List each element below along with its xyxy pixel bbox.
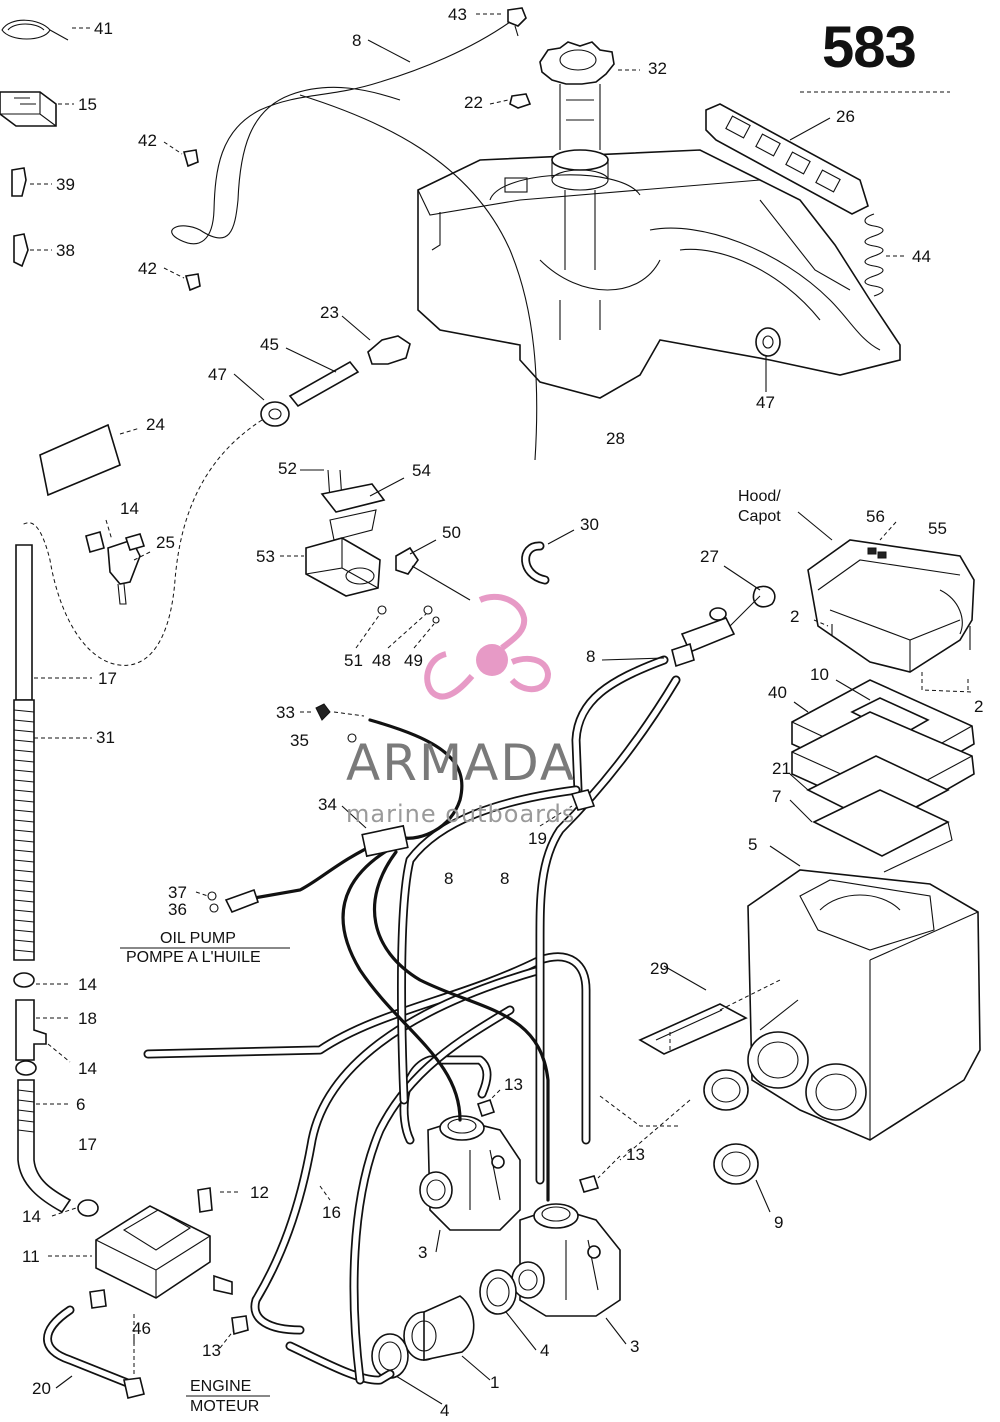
callout-3-lower: 3 xyxy=(630,1337,640,1356)
callout-42-lower: 42 xyxy=(138,259,157,278)
oil-pump-bracket xyxy=(305,469,471,624)
callout-51: 51 xyxy=(344,651,363,670)
note-oil-pump: OIL PUMP xyxy=(160,930,236,947)
callout-3-upper: 3 xyxy=(418,1243,428,1262)
callout-33: 33 xyxy=(276,703,295,722)
carburetor-upper xyxy=(419,1115,521,1231)
callout-26: 26 xyxy=(836,107,855,126)
callout-8-left: 8 xyxy=(444,869,454,888)
fuel-valve xyxy=(85,531,146,605)
propeller-logo xyxy=(424,593,551,700)
callout-24: 24 xyxy=(146,415,165,434)
callout-49: 49 xyxy=(404,651,423,670)
callout-29: 29 xyxy=(650,959,669,978)
callout-50: 50 xyxy=(442,523,461,542)
spring xyxy=(864,213,884,297)
primer-hose xyxy=(13,544,35,961)
callout-36: 36 xyxy=(168,900,187,919)
callout-13-pump: 13 xyxy=(202,1341,221,1360)
air-silencer-body xyxy=(747,869,981,1141)
callout-52: 52 xyxy=(278,459,297,478)
callout-23: 23 xyxy=(320,303,339,322)
callout-38: 38 xyxy=(56,241,75,260)
air-silencer-lid xyxy=(807,539,975,693)
callout-14-tee-lower: 14 xyxy=(78,1059,97,1078)
callout-13-carb-upper: 13 xyxy=(504,1075,523,1094)
callout-17-lower: 17 xyxy=(78,1135,97,1154)
callout-5: 5 xyxy=(748,835,758,854)
callout-46: 46 xyxy=(132,1319,151,1338)
page-number: 583 xyxy=(822,15,917,80)
note-hood: Hood/ xyxy=(738,488,781,505)
callout-4-left: 4 xyxy=(440,1401,450,1420)
choke-lever xyxy=(671,585,776,668)
callout-2-right: 2 xyxy=(974,697,984,716)
fuel-pump xyxy=(89,1205,233,1309)
callout-8-right: 8 xyxy=(500,869,510,888)
note-engine: ENGINE xyxy=(190,1378,252,1395)
callout-4-right: 4 xyxy=(540,1341,550,1360)
callout-53: 53 xyxy=(256,547,275,566)
callout-6: 6 xyxy=(76,1095,86,1114)
air-filter-stack xyxy=(791,679,975,873)
callout-17-upper: 17 xyxy=(98,669,117,688)
callout-14-pump: 14 xyxy=(22,1207,41,1226)
callout-8-top: 8 xyxy=(352,31,362,50)
callout-7: 7 xyxy=(772,787,782,806)
callout-19: 19 xyxy=(528,829,547,848)
callout-14-tee-upper: 14 xyxy=(78,975,97,994)
callout-14-valve: 14 xyxy=(120,499,139,518)
callout-54: 54 xyxy=(412,461,431,480)
callout-21: 21 xyxy=(772,759,791,778)
callout-11: 11 xyxy=(22,1247,40,1266)
callout-13-carb-lower: 13 xyxy=(626,1145,645,1164)
carburetor-lower xyxy=(511,1203,621,1317)
callout-56: 56 xyxy=(866,507,885,526)
callout-34: 34 xyxy=(318,795,337,814)
callout-10: 10 xyxy=(810,665,829,684)
watermark-brand: ARMADA xyxy=(346,734,577,792)
callout-30: 30 xyxy=(580,515,599,534)
callout-32: 32 xyxy=(648,59,667,78)
callout-18: 18 xyxy=(78,1009,97,1028)
callout-47-left: 47 xyxy=(208,365,227,384)
callout-28: 28 xyxy=(606,429,625,448)
note-capot: Capot xyxy=(738,508,781,525)
note-pompe-huile: POMPE A L'HUILE xyxy=(126,949,261,966)
callout-20: 20 xyxy=(32,1379,51,1398)
callout-45: 45 xyxy=(260,335,279,354)
callout-9: 9 xyxy=(774,1213,784,1232)
callout-25: 25 xyxy=(156,533,175,552)
callout-8-choke: 8 xyxy=(586,647,596,666)
fuel-tank xyxy=(417,149,901,399)
callout-2-left: 2 xyxy=(790,607,800,626)
fuel-cap xyxy=(539,41,615,270)
callout-41: 41 xyxy=(94,19,113,38)
callout-43: 43 xyxy=(448,5,467,24)
callout-15: 15 xyxy=(78,95,97,114)
callout-16: 16 xyxy=(322,1203,341,1222)
callout-37: 37 xyxy=(168,883,187,902)
callout-40: 40 xyxy=(768,683,787,702)
callout-39: 39 xyxy=(56,175,75,194)
watermark-tagline: marine outboards xyxy=(346,800,576,828)
callout-12: 12 xyxy=(250,1183,269,1202)
callout-22: 22 xyxy=(464,93,483,112)
callout-42-upper: 42 xyxy=(138,131,157,150)
callout-35: 35 xyxy=(290,731,309,750)
note-moteur: MOTEUR xyxy=(190,1398,260,1415)
heat-shield xyxy=(705,103,869,215)
callout-44: 44 xyxy=(912,247,931,266)
callout-47-right: 47 xyxy=(756,393,775,412)
callout-55: 55 xyxy=(928,519,947,538)
callout-48: 48 xyxy=(372,651,391,670)
callout-27: 27 xyxy=(700,547,719,566)
callout-1: 1 xyxy=(490,1373,500,1392)
callout-31: 31 xyxy=(96,728,115,747)
